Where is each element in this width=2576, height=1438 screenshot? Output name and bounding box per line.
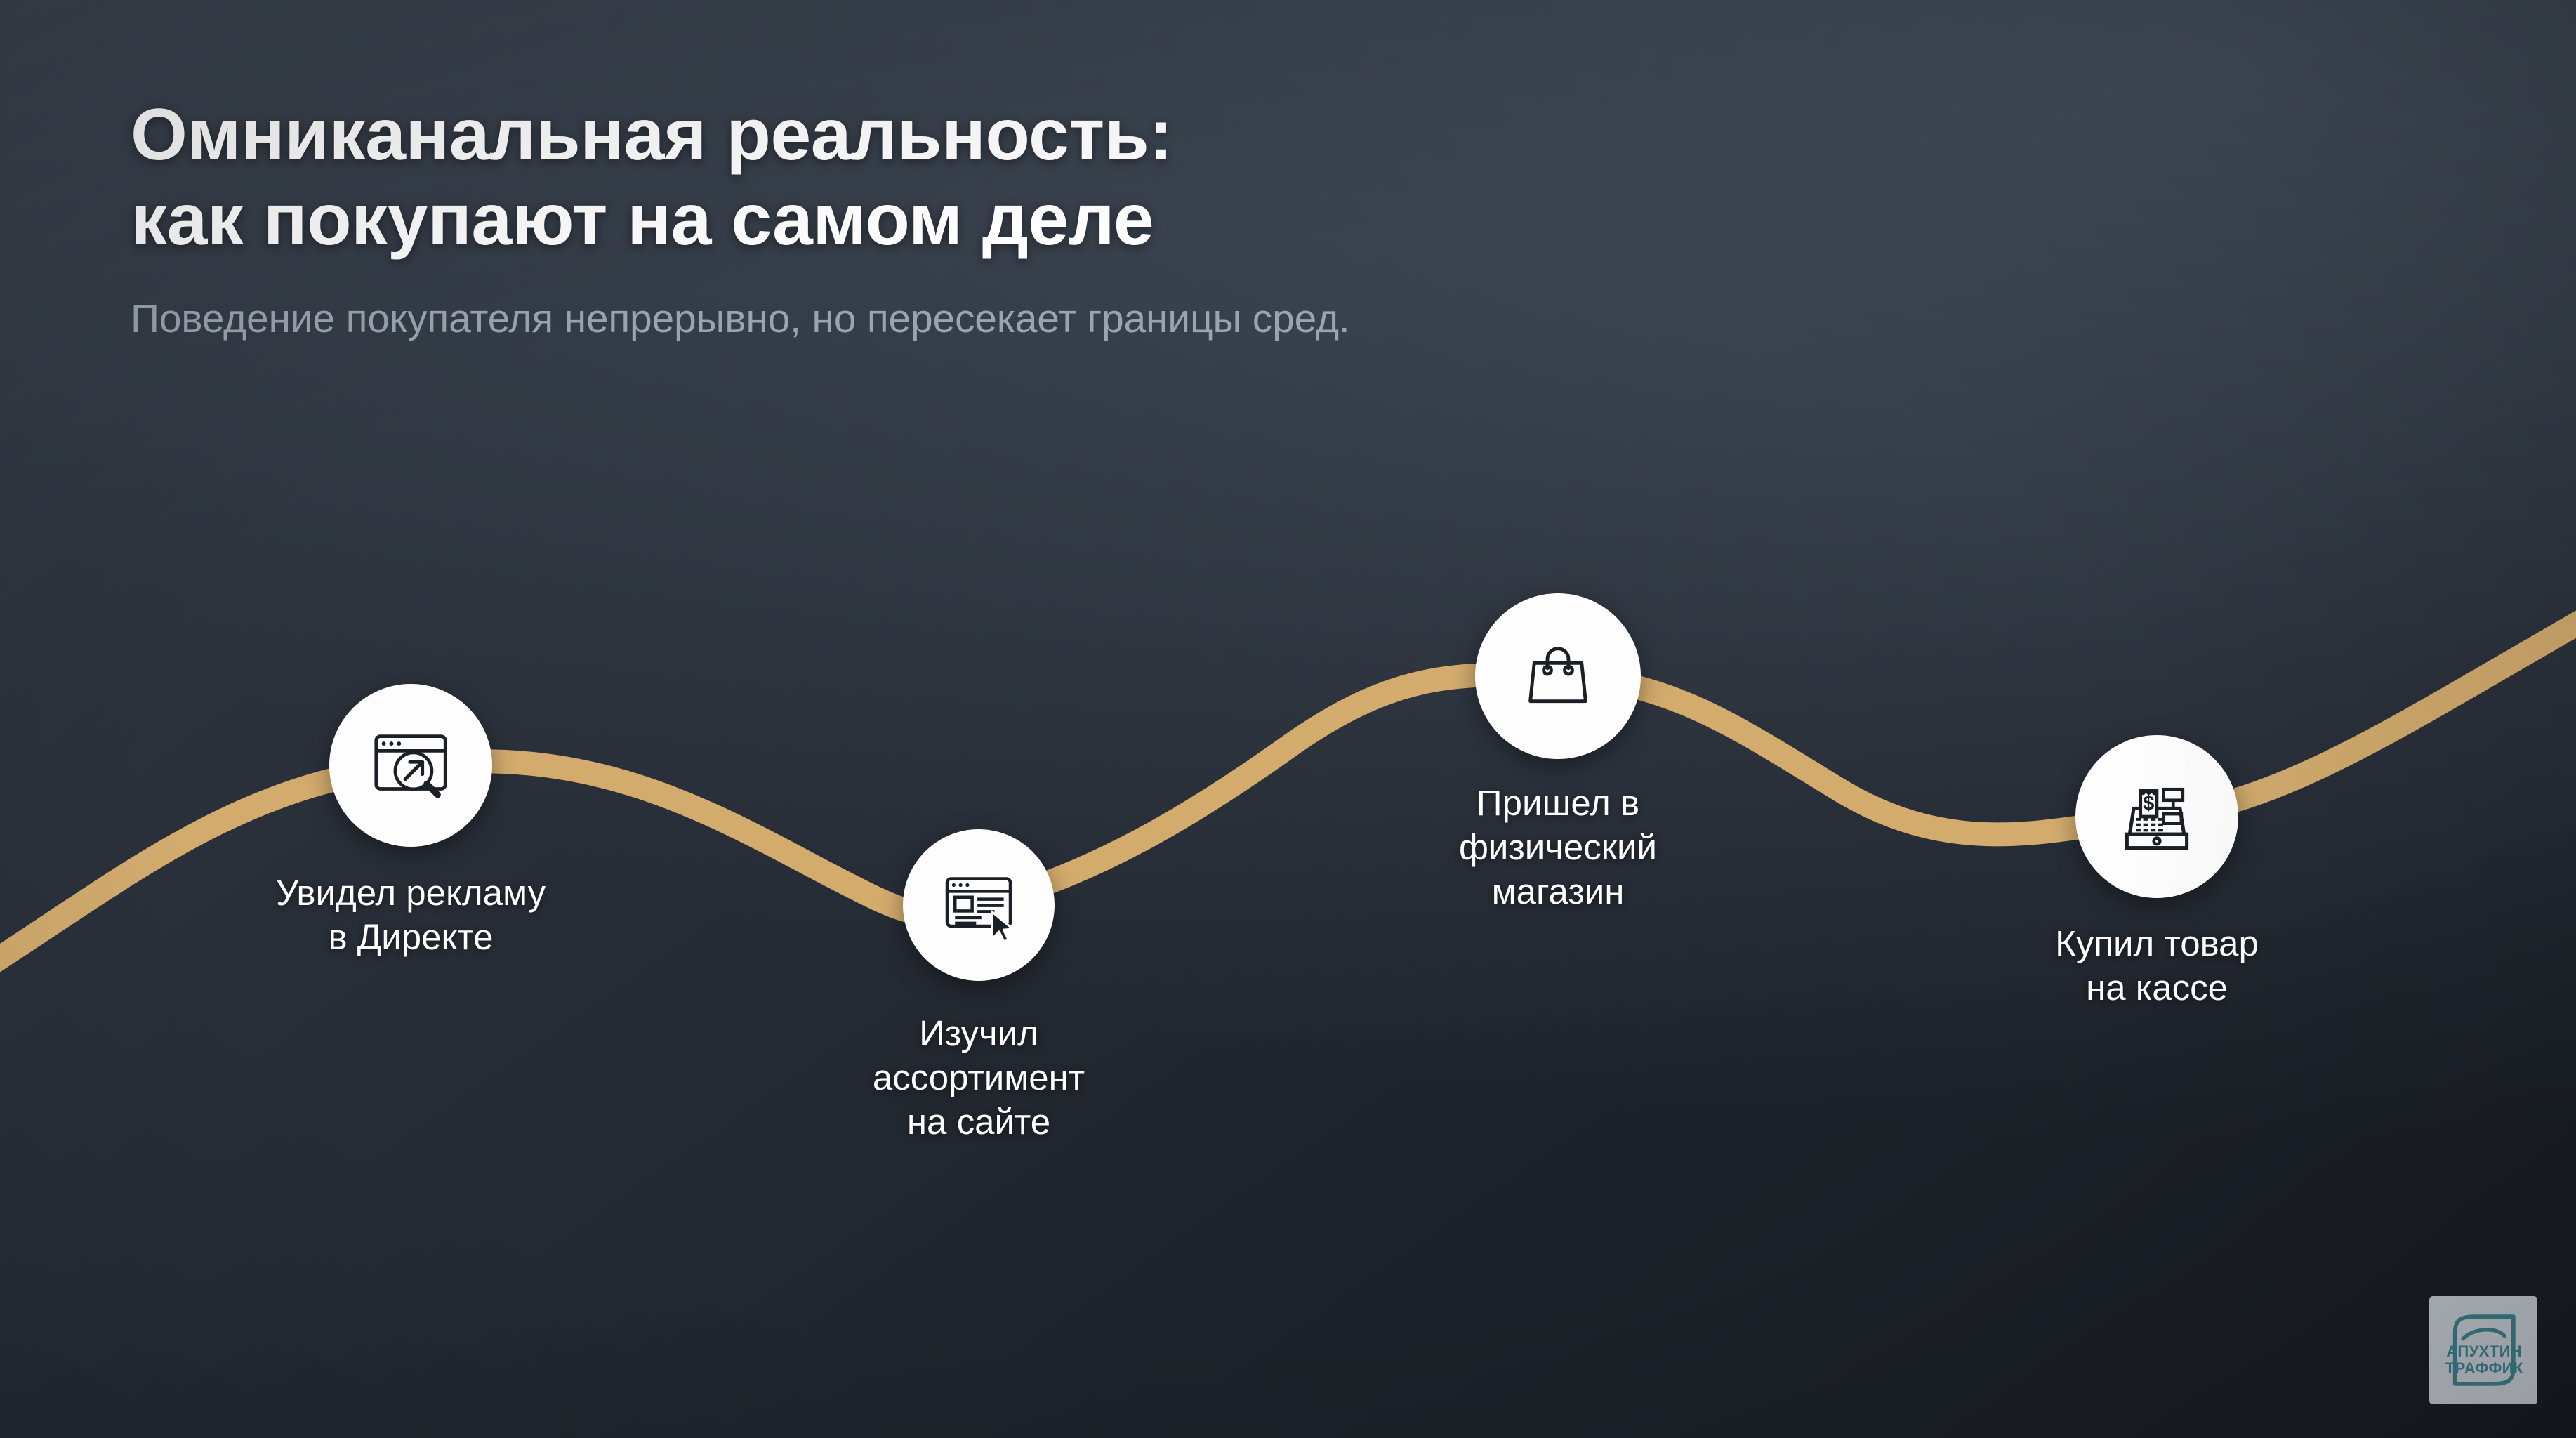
journey-step-1[interactable] xyxy=(329,684,492,847)
journey-step-2-label: Изучил ассортимент на сайте xyxy=(872,1013,1085,1142)
svg-text:$: $ xyxy=(2143,792,2154,814)
page-subtitle: Поведение покупателя непрерывно, но пере… xyxy=(131,296,1350,342)
journey-step-2-circle[interactable] xyxy=(903,829,1055,981)
journey-step-2[interactable] xyxy=(903,829,1055,981)
browser-search-arrow-icon xyxy=(374,734,447,798)
logo-line-1: АПУХТИН xyxy=(2446,1343,2522,1360)
journey-step-3[interactable] xyxy=(1475,593,1641,759)
cash-register-icon: $ xyxy=(2125,787,2189,850)
journey-step-4[interactable]: $ xyxy=(2075,735,2238,898)
apuhtin-traffic-logo-icon: АПУХТИН ТРАФФИК xyxy=(2445,1314,2523,1386)
journey-step-1-circle[interactable] xyxy=(329,684,492,847)
journey-step-3-label: Пришел в физический магазин xyxy=(1458,783,1658,912)
page-title: Омниканальная реальность: как покупают н… xyxy=(131,94,1173,260)
browser-content-cursor-icon xyxy=(945,877,1015,944)
journey-step-4-label: Купил товар на кассе xyxy=(2055,923,2259,1008)
journey-step-4-circle[interactable]: $ xyxy=(2075,735,2238,898)
logo-line-2: ТРАФФИК xyxy=(2445,1359,2523,1377)
header-block: Омниканальная реальность: как покупают н… xyxy=(131,93,2167,345)
brand-logo-watermark: АПУХТИН ТРАФФИК xyxy=(2429,1296,2537,1404)
journey-step-1-label: Увидел рекламу в Директе xyxy=(275,873,546,958)
journey-step-3-circle[interactable] xyxy=(1475,593,1641,759)
shopping-bag-icon xyxy=(1528,647,1587,704)
